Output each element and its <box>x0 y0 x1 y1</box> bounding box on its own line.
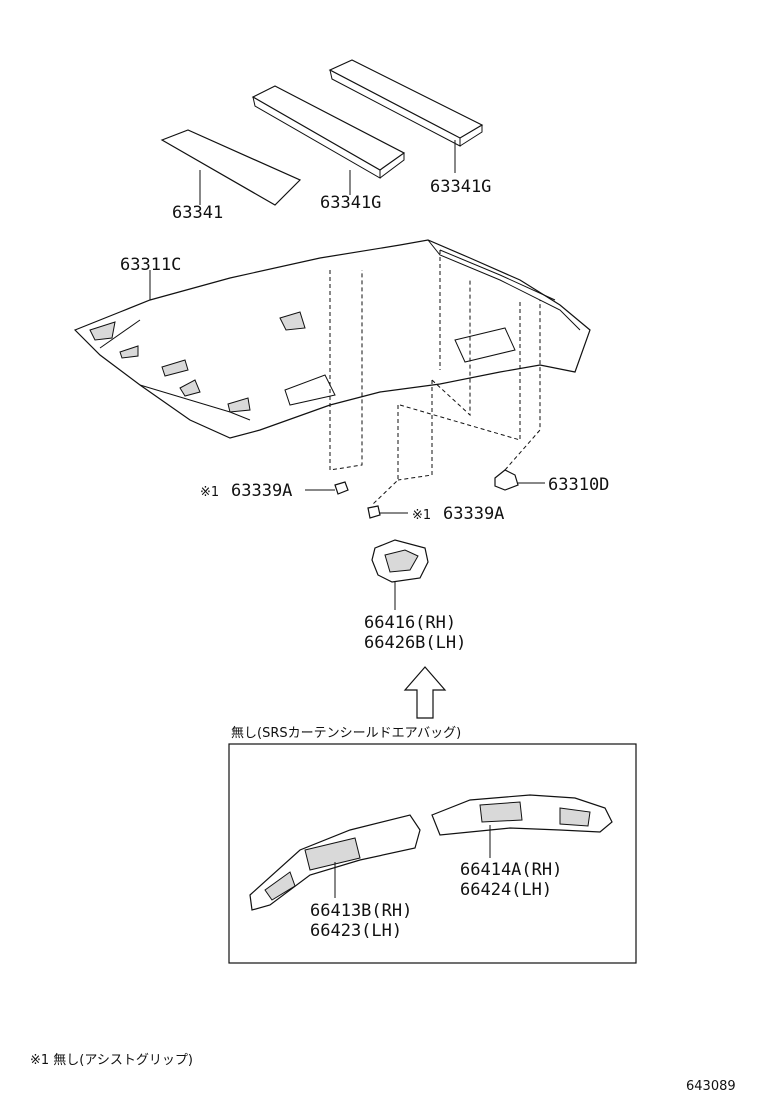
label-63341g-center: 63341G <box>320 193 381 213</box>
clip-63310d <box>494 469 545 491</box>
label-66426b-lh: 66426B(LH) <box>364 633 466 653</box>
diagram-code: 643089 <box>686 1079 736 1094</box>
clip-63339a-left <box>305 481 349 495</box>
label-63341: 63341 <box>172 203 223 223</box>
label-63341g-right: 63341G <box>430 177 491 197</box>
label-66424-lh: 66424(LH) <box>460 880 552 900</box>
pad-63341g-right <box>328 59 484 173</box>
pad-63341g-center <box>251 85 406 195</box>
bracket-66414a <box>431 794 613 858</box>
pad-63341 <box>160 129 302 206</box>
up-arrow-icon <box>403 666 447 719</box>
label-66416-rh: 66416(RH) <box>364 613 456 633</box>
clip-63339a-right <box>367 505 408 519</box>
headlining-63311c <box>73 239 591 439</box>
label-66413b-rh: 66413B(RH) <box>310 901 412 921</box>
footnote: ※1 無し(アシストグリップ) <box>30 1053 193 1068</box>
label-63339a-left: 63339A <box>231 481 292 501</box>
inset-box <box>228 743 637 964</box>
label-63339a-right: 63339A <box>443 504 504 524</box>
mark-clip-right: ※1 <box>412 508 431 523</box>
bracket-66413b <box>249 814 421 911</box>
label-66414a-rh: 66414A(RH) <box>460 860 562 880</box>
attachment-lines <box>329 250 541 506</box>
label-63311c: 63311C <box>120 255 181 275</box>
bracket-66416 <box>371 539 429 610</box>
mark-clip-left: ※1 <box>200 485 219 500</box>
label-63310d: 63310D <box>548 475 609 495</box>
label-66423-lh: 66423(LH) <box>310 921 402 941</box>
inset-title: 無し(SRSカーテンシールドエアバッグ) <box>231 726 461 741</box>
